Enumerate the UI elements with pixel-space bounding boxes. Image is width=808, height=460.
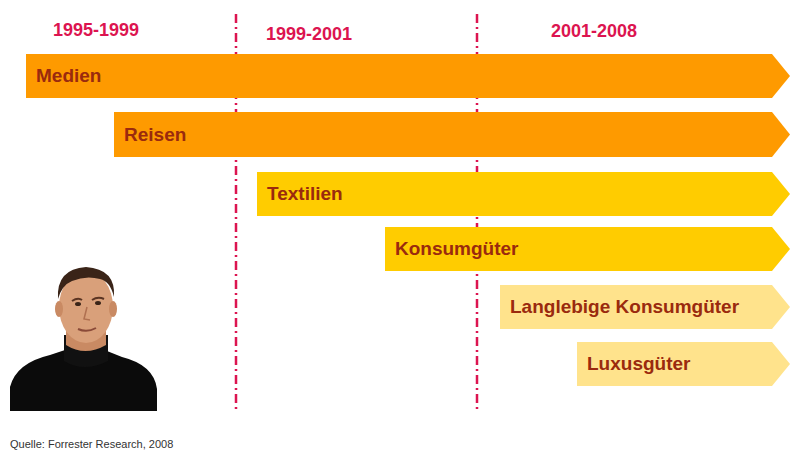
band-label: Medien <box>26 65 101 87</box>
band-arrow <box>500 285 790 329</box>
band-arrow <box>385 227 790 271</box>
band-label: Textilien <box>257 183 343 205</box>
person-figure <box>10 267 157 411</box>
band-label: Reisen <box>114 124 186 146</box>
band-label: Konsumgüter <box>385 238 519 260</box>
timeline-band: Reisen <box>114 112 790 157</box>
band-arrow <box>26 54 790 98</box>
period-label: 1995-1999 <box>53 20 139 41</box>
period-label: 1999-2001 <box>266 24 352 45</box>
band-arrow <box>577 342 790 386</box>
band-shape <box>114 112 790 157</box>
band-arrow <box>114 112 790 157</box>
period-label: 2001-2008 <box>551 21 637 42</box>
timeline-band: Konsumgüter <box>385 227 790 271</box>
source-caption: Quelle: Forrester Research, 2008 <box>10 438 173 450</box>
timeline-band: Luxusgüter <box>577 342 790 386</box>
band-arrow <box>257 172 790 216</box>
timeline-band: Medien <box>26 54 790 98</box>
band-label: Luxusgüter <box>577 353 690 375</box>
timeline-band: Textilien <box>257 172 790 216</box>
band-shape <box>26 54 790 98</box>
timeline-band: Langlebige Konsumgüter <box>500 285 790 329</box>
band-label: Langlebige Konsumgüter <box>500 296 739 318</box>
